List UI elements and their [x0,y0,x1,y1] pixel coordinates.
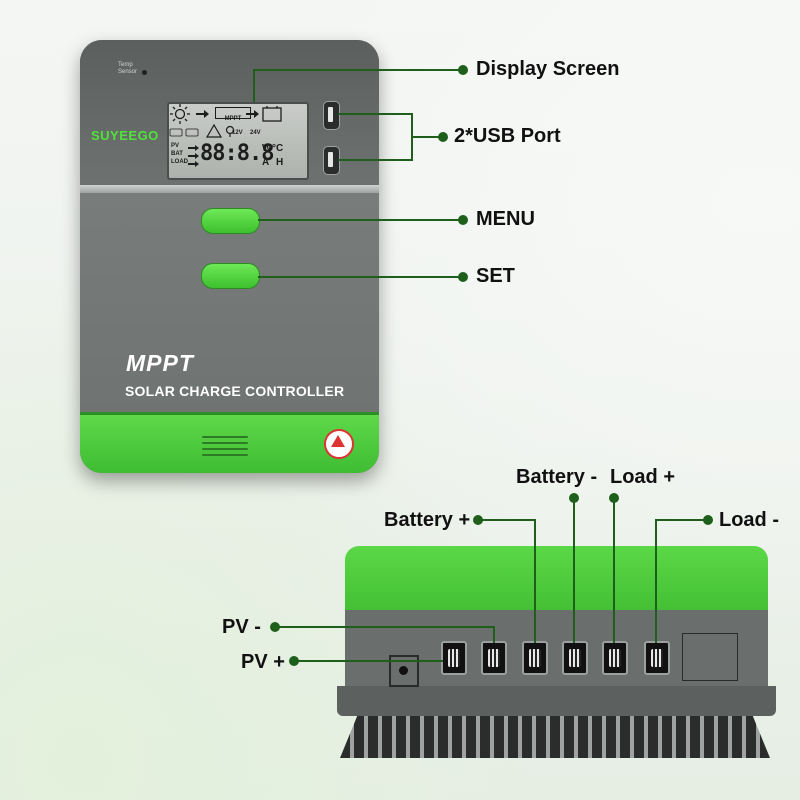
callout-battery-minus: Battery - [516,466,598,488]
callout-line [534,519,536,643]
callout-line [258,276,463,278]
callout-line [294,660,443,662]
lcd-display [167,102,309,180]
terminal-load-plus[interactable] [602,641,628,675]
lcd-unit-h: H [276,157,284,168]
callout-line [253,69,255,102]
usb-port-1 [323,101,340,130]
callout-line [253,69,463,71]
callout-set: SET [476,265,515,287]
model-title: MPPT [126,350,194,376]
vent-slot [202,442,248,444]
callout-line [478,519,536,521]
brand-logo: SUYEEGO [91,128,159,143]
terminal-pv-plus[interactable] [441,641,467,675]
lifepo-icons [169,128,199,137]
callout-pv-plus: PV + [241,651,285,673]
lcd-pv-label: PV [171,143,180,149]
controller-front: Temp Sensor SUYEEGO MPPT SOLAR CHARGE CO… [80,40,379,473]
blank-port-cover [682,633,738,681]
callout-line [573,498,575,643]
lcd-unit-c: °C [272,143,284,154]
heatsink-fins [340,716,770,758]
controller-divider-strip [80,185,379,193]
bulb-icon [225,125,235,137]
lcd-icons [169,104,282,167]
lcd-mppt-tag: MPPT [224,116,242,122]
callout-dot [438,132,448,142]
lcd-24v: 24V [250,130,261,136]
set-button[interactable] [201,263,260,289]
sensor-label: Sensor [118,69,138,75]
lcd-digits: 88:8.8 [200,141,274,166]
terminal-battery-minus[interactable] [562,641,588,675]
menu-button[interactable] [201,208,260,234]
callout-line [258,219,463,221]
lcd-unit-w: W [262,143,272,154]
battery-icon [262,106,282,122]
lcd-bat-label: BAT [171,151,183,157]
arrow-right-icon [246,110,259,118]
callout-menu: MENU [476,208,535,230]
lcd-load-label: LOAD [171,159,188,165]
callout-dot [703,515,713,525]
device-side-body [345,610,768,688]
sensor-port [389,655,419,687]
callout-line [493,626,495,643]
arrow-right-icon [188,145,199,167]
callout-display-screen: Display Screen [476,58,620,80]
callout-line [655,519,707,521]
terminal-battery-plus[interactable] [522,641,548,675]
callout-load-minus: Load - [719,509,779,531]
arrow-right-icon [196,110,209,118]
callout-usb-port: 2*USB Port [454,125,561,147]
vent-slot [202,448,248,450]
vent-slot [202,454,248,456]
callout-line [338,159,413,161]
sun-icon [170,104,190,124]
warning-icon [331,435,345,447]
callout-line [275,626,495,628]
terminal-pv-minus[interactable] [481,641,507,675]
callout-line [338,113,413,115]
temp-label: Temp [118,62,133,68]
terminal-load-minus[interactable] [644,641,670,675]
callout-dot [458,215,468,225]
model-subtitle: SOLAR CHARGE CONTROLLER [125,383,345,399]
callout-line [613,498,615,643]
lcd-unit-a: A [262,157,270,168]
lcd-12v: 12V [232,130,243,136]
callout-dot [458,272,468,282]
callout-pv-minus: PV - [222,616,261,638]
temp-sensor-label: Temp Sensor [118,62,137,76]
device-side-top [345,546,768,612]
callout-line [411,136,441,138]
lcd-mppt-box: MPPT [215,107,251,122]
device-side-base [337,686,776,716]
temp-sensor-port [142,70,147,75]
callout-load-plus: Load + [610,466,676,488]
callout-line [655,519,657,643]
warning-icon [205,123,223,138]
callout-battery-plus: Battery + [384,509,471,531]
vent-slot [202,436,248,438]
callout-dot [458,65,468,75]
